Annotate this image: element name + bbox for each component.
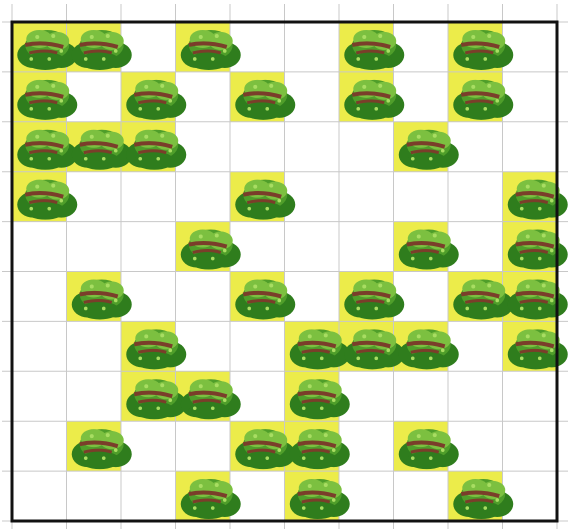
- game-board: .leaf-a{fill:#2f7d1d;}.leaf-b{fill:#4f9e…: [0, 0, 570, 531]
- board-grid: .leaf-a{fill:#2f7d1d;}.leaf-b{fill:#4f9e…: [0, 0, 570, 531]
